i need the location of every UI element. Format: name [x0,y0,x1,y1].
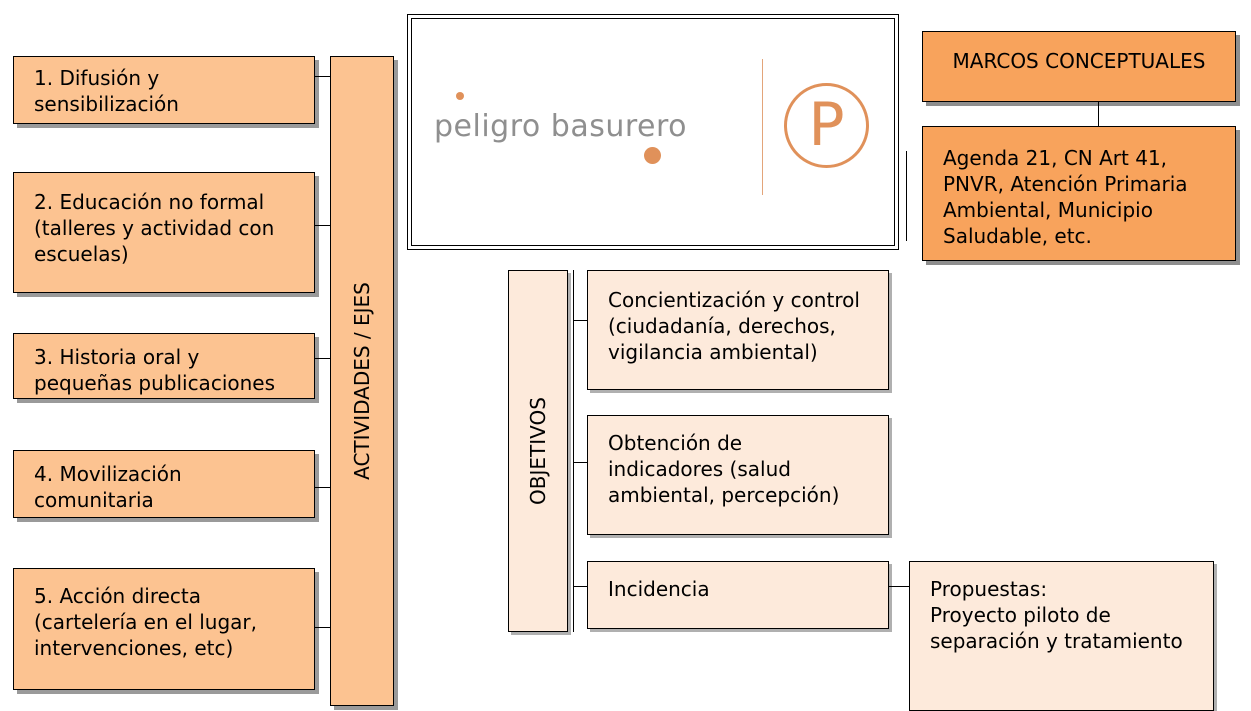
objetivos-axis-label: OBJETIVOS [526,397,550,505]
logo-p-letter: P [808,90,845,160]
activity-box-1: 1. Difusión y sensibilización [13,56,315,124]
objetivos-axis-label-box: OBJETIVOS [508,270,568,632]
activity-box-4: 4. Movilización comunitaria [13,450,315,518]
connector-objective-3 [573,586,587,587]
activity-box-3: 3. Historia oral y pequeñas publicacione… [13,333,315,399]
logo-dot-small [456,92,464,100]
marcos-title-box: MARCOS CONCEPTUALES [922,31,1236,102]
connector-activity-2 [315,225,331,226]
objective-box-1: Concientización y control (ciudadanía, d… [587,270,889,390]
activities-axis-label: ACTIVIDADES / EJES [350,282,374,480]
objective-box-3: Incidencia [587,561,889,629]
objective-box-2: Obtención de indicadores (salud ambienta… [587,415,889,535]
logo-p-circle: P [784,83,869,168]
connector-activity-5 [315,627,331,628]
connector-propuestas [889,586,909,587]
logo-divider [762,59,763,195]
activity-box-5: 5. Acción directa (cartelería en el luga… [13,568,315,690]
logo-text: peligro basurero [434,109,688,144]
connector-activity-1 [315,76,331,77]
connector-objective-1 [573,320,587,321]
connector-activity-3 [315,358,331,359]
objetivos-spine [573,270,574,632]
propuestas-box: Propuestas: Proyecto piloto de separació… [909,561,1214,711]
logo-frame: peligro basurero P [407,14,899,250]
activities-axis-label-box: ACTIVIDADES / EJES [330,56,394,706]
marcos-content-box: Agenda 21, CN Art 41, PNVR, Atención Pri… [922,126,1236,261]
connector-objective-2 [573,462,587,463]
connector-activity-4 [315,487,331,488]
activity-box-2: 2. Educación no formal (talleres y activ… [13,172,315,293]
frame-edge-tick [906,151,907,241]
marcos-title: MARCOS CONCEPTUALES [952,49,1206,73]
connector-marcos [1098,102,1099,126]
logo-dot-large [644,147,661,164]
